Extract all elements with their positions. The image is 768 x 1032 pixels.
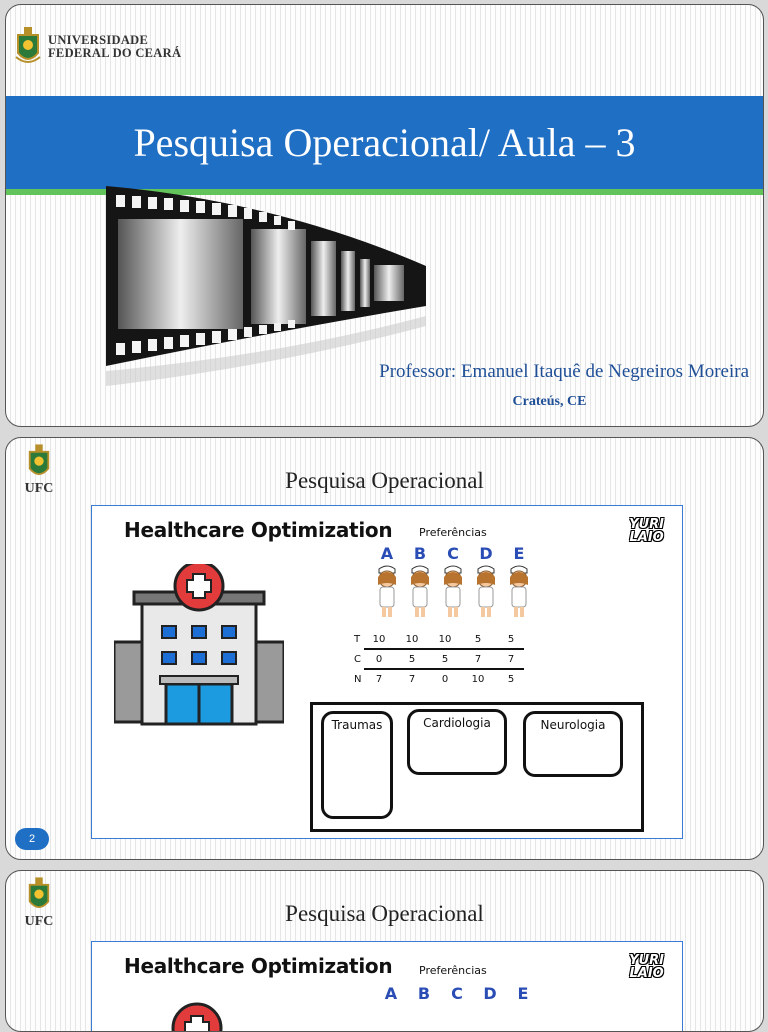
nurse-letter: C: [451, 984, 463, 1003]
brand-line-1: YURI: [629, 517, 664, 532]
slide-3: UFC Pesquisa Operacional Healthcare Opti…: [5, 870, 764, 1032]
cell: 10: [438, 634, 452, 645]
ufc-crest-icon: [15, 27, 41, 63]
ufc-label: UFC: [24, 914, 54, 929]
department-traumas: Traumas: [321, 711, 393, 819]
healthcare-figure: Healthcare Optimization Preferências YUR…: [91, 941, 683, 1031]
slide-2: UFC Pesquisa Operacional Healthcare Opti…: [5, 437, 764, 860]
cell: 7: [375, 674, 383, 685]
departments-box: Traumas Cardiologia Neurologia: [310, 702, 644, 832]
nurse-letter: A: [380, 544, 394, 563]
ufc-crest-icon: [28, 444, 50, 476]
nurse-c: C: [442, 984, 472, 1003]
professor-name: Professor: Emanuel Itaquê de Negreiros M…: [379, 361, 749, 382]
figure-heading: Healthcare Optimization: [124, 954, 393, 978]
row-label: C: [354, 654, 361, 665]
cell: 5: [474, 634, 482, 645]
nurse-c: C: [438, 544, 468, 623]
cell: 5: [507, 674, 515, 685]
matrix-row-n: N 7 7 0 10 5: [354, 670, 534, 690]
preference-matrix: T 10 10 10 5 5 C 0 5 5 7 7 N 7 7 0: [354, 630, 534, 690]
ufc-crest-icon: [28, 877, 50, 909]
hospital-icon: [114, 564, 284, 726]
department-neurologia: Neurologia: [523, 711, 623, 777]
nurse-letter: B: [417, 984, 431, 1003]
ufc-label: UFC: [24, 481, 54, 496]
nurse-a: A: [372, 544, 402, 623]
preferences-label: Preferências: [419, 526, 487, 539]
nurse-b: B: [405, 544, 435, 623]
row-label: N: [354, 674, 362, 685]
row-label: T: [354, 634, 361, 645]
cell: 10: [471, 674, 485, 685]
row-divider: [364, 648, 524, 650]
nurse-icon: [477, 565, 495, 617]
cell: 5: [408, 654, 416, 665]
cell: 0: [375, 654, 383, 665]
healthcare-figure: Healthcare Optimization Preferências YUR…: [91, 505, 683, 839]
nurse-letter: B: [413, 544, 427, 563]
nurse-icon: [510, 565, 528, 617]
university-name-line1: UNIVERSIDADE: [48, 33, 149, 47]
ufc-side-logo: UFC: [21, 877, 57, 930]
department-cardiologia: Cardiologia: [407, 709, 507, 775]
cell: 7: [408, 674, 416, 685]
row-divider: [364, 668, 524, 670]
nurse-letter: D: [479, 544, 493, 563]
slide-title: Pesquisa Operacional: [285, 468, 484, 493]
university-name-line2: FEDERAL DO CEARÁ: [48, 46, 182, 60]
cell: 10: [372, 634, 386, 645]
nurse-letter: D: [483, 984, 497, 1003]
cell: 5: [441, 654, 449, 665]
slide-title: Pesquisa Operacional: [285, 901, 484, 926]
nurse-b: B: [409, 984, 439, 1003]
cell: 7: [474, 654, 482, 665]
film-strip-image: [106, 186, 426, 386]
city-label: Crateús, CE: [512, 394, 587, 409]
nurse-icon: [444, 565, 462, 617]
cell: 0: [441, 674, 449, 685]
cell: 7: [507, 654, 515, 665]
nurse-e: E: [508, 984, 538, 1003]
nurse-icon: [378, 565, 396, 617]
nurse-d: D: [475, 984, 505, 1003]
university-logo: UNIVERSIDADE FEDERAL DO CEARÁ: [14, 27, 181, 67]
slide-title: Pesquisa Operacional/ Aula – 3: [133, 120, 636, 165]
cell: 10: [405, 634, 419, 645]
brand-line-2: LAIO: [629, 966, 664, 981]
matrix-row-c: C 0 5 5 7 7: [354, 650, 534, 670]
cell: 5: [507, 634, 515, 645]
preferences-label: Preferências: [419, 964, 487, 977]
nurse-letter: E: [513, 544, 525, 563]
matrix-row-t: T 10 10 10 5 5: [354, 630, 534, 650]
nurse-icon: [411, 565, 429, 617]
nurse-d: D: [471, 544, 501, 623]
nurse-letter: A: [384, 984, 398, 1003]
nurse-a: A: [376, 984, 406, 1003]
figure-heading: Healthcare Optimization: [124, 518, 393, 542]
slide-1: UNIVERSIDADE FEDERAL DO CEARÁ Pesquisa O…: [5, 4, 764, 427]
nurse-letter: E: [517, 984, 529, 1003]
brand-line-2: LAIO: [629, 530, 664, 545]
nurse-e: E: [504, 544, 534, 623]
title-band: Pesquisa Operacional/ Aula – 3: [6, 96, 763, 195]
ufc-side-logo: UFC: [21, 444, 57, 497]
brand-line-1: YURI: [629, 953, 664, 968]
page-number: 2: [15, 828, 49, 850]
brand-logo: YURI LAIO: [629, 518, 664, 544]
brand-logo: YURI LAIO: [629, 954, 664, 980]
nurse-letter: C: [447, 544, 459, 563]
hospital-icon: [171, 1002, 223, 1031]
